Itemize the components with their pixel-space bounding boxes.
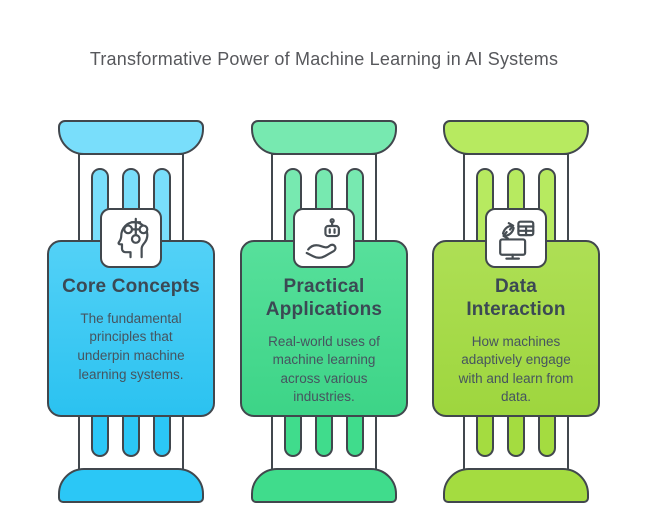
data-exchange-icon: [499, 220, 535, 260]
pillar-flute: [91, 411, 109, 457]
pillar-card: Practical Applications Real-world uses o…: [240, 240, 408, 417]
icon-box: [485, 208, 547, 268]
card-description: How machines adaptively engage with and …: [458, 333, 574, 405]
pillar-capital: [251, 120, 397, 155]
pillar-base: [443, 468, 589, 503]
card-title: Core Concepts: [62, 276, 200, 297]
page-title: Transformative Power of Machine Learning…: [89, 49, 559, 69]
pillar-flute: [122, 411, 140, 457]
pillar-flute: [476, 411, 494, 457]
icon-box: [100, 208, 162, 268]
pillar-card: Core Concepts The fundamental principles…: [47, 240, 215, 417]
pillar-capital: [443, 120, 589, 155]
pillar-core-concepts: Core Concepts The fundamental principles…: [47, 120, 215, 510]
pillar-base: [251, 468, 397, 503]
pillar-flute: [346, 411, 364, 457]
pillar-flute: [507, 411, 525, 457]
pillar-card: Data Interaction How machines adaptively…: [432, 240, 600, 417]
pillar-base: [58, 468, 204, 503]
icon-box: [293, 208, 355, 268]
pillar-flute: [315, 411, 333, 457]
pillar-capital: [58, 120, 204, 155]
pillar-flute: [538, 411, 556, 457]
ai-head-icon: [117, 217, 149, 259]
pillar-practical-applications: Practical Applications Real-world uses o…: [240, 120, 408, 510]
pillar-flute: [284, 411, 302, 457]
card-description: The fundamental principles that underpin…: [77, 310, 185, 382]
pillar-data-interaction: Data Interaction How machines adaptively…: [432, 120, 600, 510]
card-description: Real-world uses of machine learning acro…: [268, 333, 380, 405]
pillar-flute: [153, 411, 171, 457]
card-title: Data Interaction: [466, 276, 566, 320]
card-title: Practical Applications: [265, 276, 383, 320]
hand-robot-icon: [305, 218, 340, 259]
